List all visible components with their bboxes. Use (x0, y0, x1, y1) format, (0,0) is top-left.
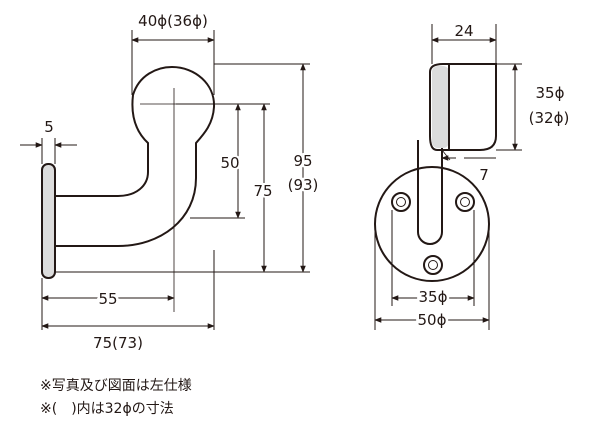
dim-center-height: 50 (220, 154, 239, 172)
dim-base-diameter: 50ϕ (418, 311, 447, 329)
dim-diameter-alt: (32ϕ) (529, 109, 570, 127)
side-bracket-arm (55, 65, 216, 247)
dim-total-height-alt: (93) (288, 176, 319, 194)
dim-total-height-main: 95 (293, 152, 312, 170)
side-view (41, 65, 230, 312)
dim-top-width: 24 (454, 22, 473, 40)
side-wall-plate (41, 163, 56, 279)
dim-stem-offset: 7 (479, 166, 489, 184)
screw-hole-left (391, 192, 411, 212)
screw-hole-right (455, 192, 475, 212)
front-top-cap (429, 63, 497, 151)
note-bracket-dimensions: ※( )内は32ϕの寸法 (40, 401, 174, 417)
dim-mid-height: 75 (253, 182, 272, 200)
front-base-rosette (374, 166, 490, 282)
front-view (374, 63, 497, 282)
dim-plate-thickness: 5 (44, 118, 54, 136)
note-left-spec: ※写真及び図面は左仕様 (40, 378, 192, 394)
dim-total-depth: 75(73) (93, 334, 143, 352)
side-dimensions: 40ϕ(36ϕ) 5 50 75 95 (93) 55 75(73) (20, 12, 320, 352)
dim-reach: 55 (98, 290, 117, 308)
dim-screw-pitch: 35ϕ (419, 288, 448, 306)
front-top-cap-highlight (432, 66, 449, 148)
front-stem (417, 140, 443, 245)
dim-diameter-main: 35ϕ (536, 84, 565, 102)
screw-hole-bottom (423, 255, 443, 275)
dim-head-diameter: 40ϕ(36ϕ) (138, 12, 208, 30)
notes: ※写真及び図面は左仕様 ※( )内は32ϕの寸法 (40, 378, 192, 417)
front-dimensions: 24 35ϕ (32ϕ) 7 35ϕ 50ϕ (374, 22, 570, 332)
